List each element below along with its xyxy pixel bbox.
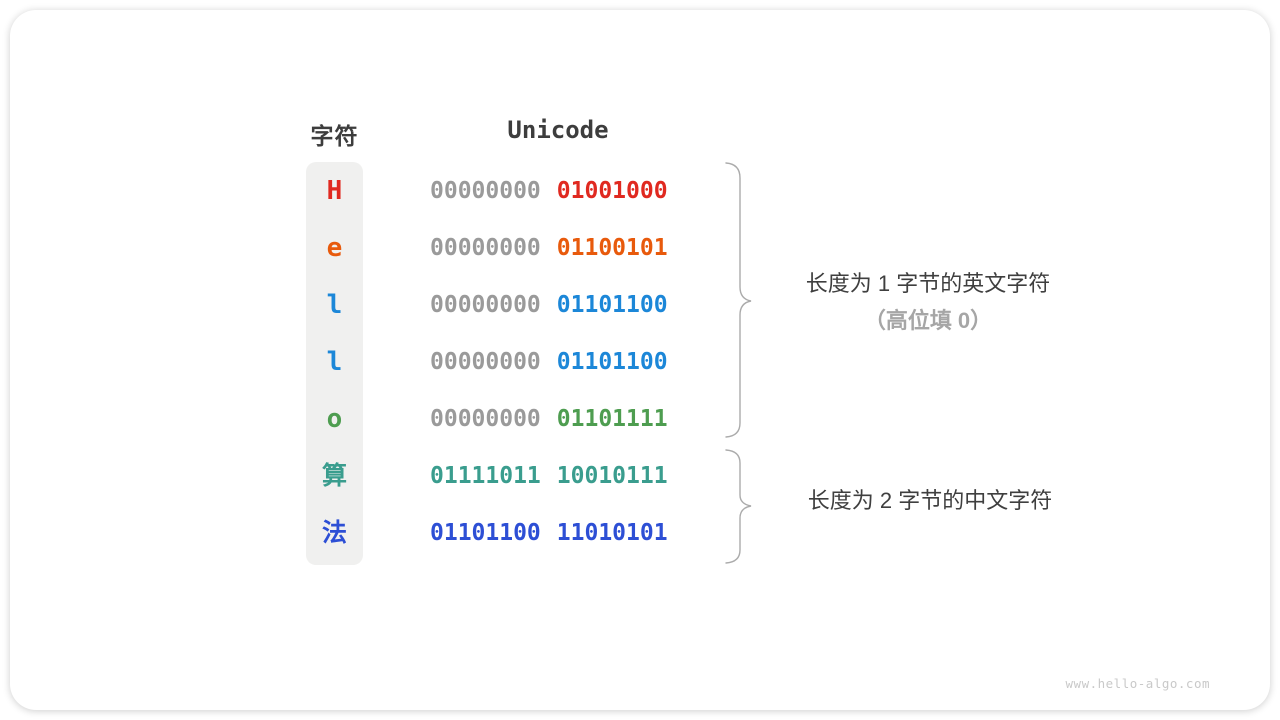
byte-high: 00000000: [430, 349, 541, 375]
character-cell: l: [326, 347, 343, 377]
unicode-binary-cell: 00000000 01101100: [430, 290, 668, 320]
byte-low: 11010101: [556, 520, 668, 546]
byte-high: 00000000: [430, 235, 541, 261]
annotation-english-group: 长度为 1 字节的英文字符 （高位填 0）: [743, 265, 1113, 339]
byte-low: 10010111: [556, 463, 668, 489]
figure-card: [10, 10, 1270, 710]
unicode-binary-cell: 01111011 10010111: [430, 461, 668, 491]
column-header-unicode: Unicode: [507, 116, 609, 144]
watermark: www.hello-algo.com: [1065, 676, 1210, 691]
byte-low: 01101100: [556, 349, 668, 375]
unicode-binary-cell: 00000000 01001000: [430, 176, 668, 206]
unicode-binary-cell: 00000000 01101100: [430, 347, 668, 377]
unicode-binary-cell: 01101100 11010101: [430, 518, 668, 548]
character-cell: l: [326, 290, 343, 320]
table-row: o 00000000 01101111: [0, 404, 1280, 434]
char-column-background: [306, 162, 363, 565]
annotation-english-line2: （高位填 0）: [863, 308, 993, 333]
byte-low: 01001000: [556, 178, 668, 204]
character-cell: H: [326, 176, 343, 206]
character-cell: 法: [321, 519, 347, 547]
table-row: 法 01101100 11010101: [0, 518, 1280, 548]
annotation-chinese-line1: 长度为 2 字节的中文字符: [807, 488, 1053, 513]
byte-low: 01101111: [556, 406, 668, 432]
table-row: l 00000000 01101100: [0, 290, 1280, 320]
character-cell: o: [326, 404, 343, 434]
byte-high: 01101100: [430, 520, 541, 546]
table-row: H 00000000 01001000: [0, 176, 1280, 206]
character-cell: 算: [321, 462, 347, 490]
byte-high: 01111011: [430, 463, 541, 489]
character-cell: e: [326, 233, 343, 263]
unicode-binary-cell: 00000000 01101111: [430, 404, 668, 434]
byte-high: 00000000: [430, 292, 541, 318]
table-row: l 00000000 01101100: [0, 347, 1280, 377]
unicode-binary-cell: 00000000 01100101: [430, 233, 668, 263]
column-header-char: 字符: [310, 123, 359, 149]
table-row: 算 01111011 10010111: [0, 461, 1280, 491]
annotation-english-line1: 长度为 1 字节的英文字符: [805, 271, 1051, 296]
byte-low: 01101100: [556, 292, 668, 318]
annotation-chinese-group: 长度为 2 字节的中文字符: [745, 482, 1115, 519]
table-row: e 00000000 01100101: [0, 233, 1280, 263]
byte-high: 00000000: [430, 178, 541, 204]
byte-low: 01100101: [556, 235, 668, 261]
byte-high: 00000000: [430, 406, 541, 432]
